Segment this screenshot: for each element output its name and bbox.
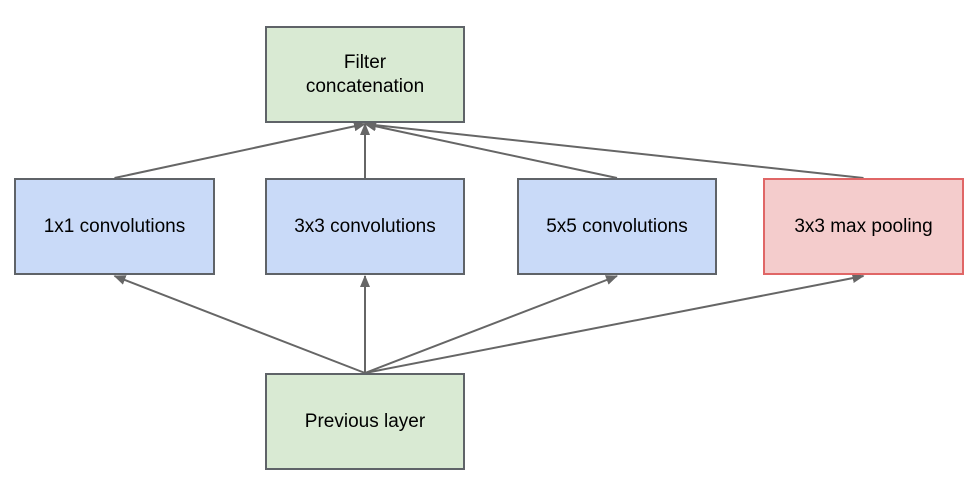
arrow-conv_1x1-to-filter_concat <box>114 121 366 179</box>
conv-1x1-box: 1x1 convolutions <box>14 178 215 275</box>
conv-3x3-box: 3x3 convolutions <box>265 178 465 275</box>
arrow-conv_5x5-to-filter_concat <box>364 121 618 179</box>
arrow-maxpool_3x3-to-filter_concat <box>364 120 864 179</box>
max-pooling-box: 3x3 max pooling <box>763 178 964 275</box>
arrow-previous_layer-to-maxpool_3x3 <box>364 273 865 374</box>
arrow-previous_layer-to-conv_5x5 <box>364 275 618 374</box>
conv-5x5-box: 5x5 convolutions <box>517 178 717 275</box>
arrow-previous_layer-to-conv_1x1 <box>113 275 366 374</box>
previous-layer-box: Previous layer <box>265 373 465 470</box>
filter-concatenation-box: Filter concatenation <box>265 26 465 123</box>
